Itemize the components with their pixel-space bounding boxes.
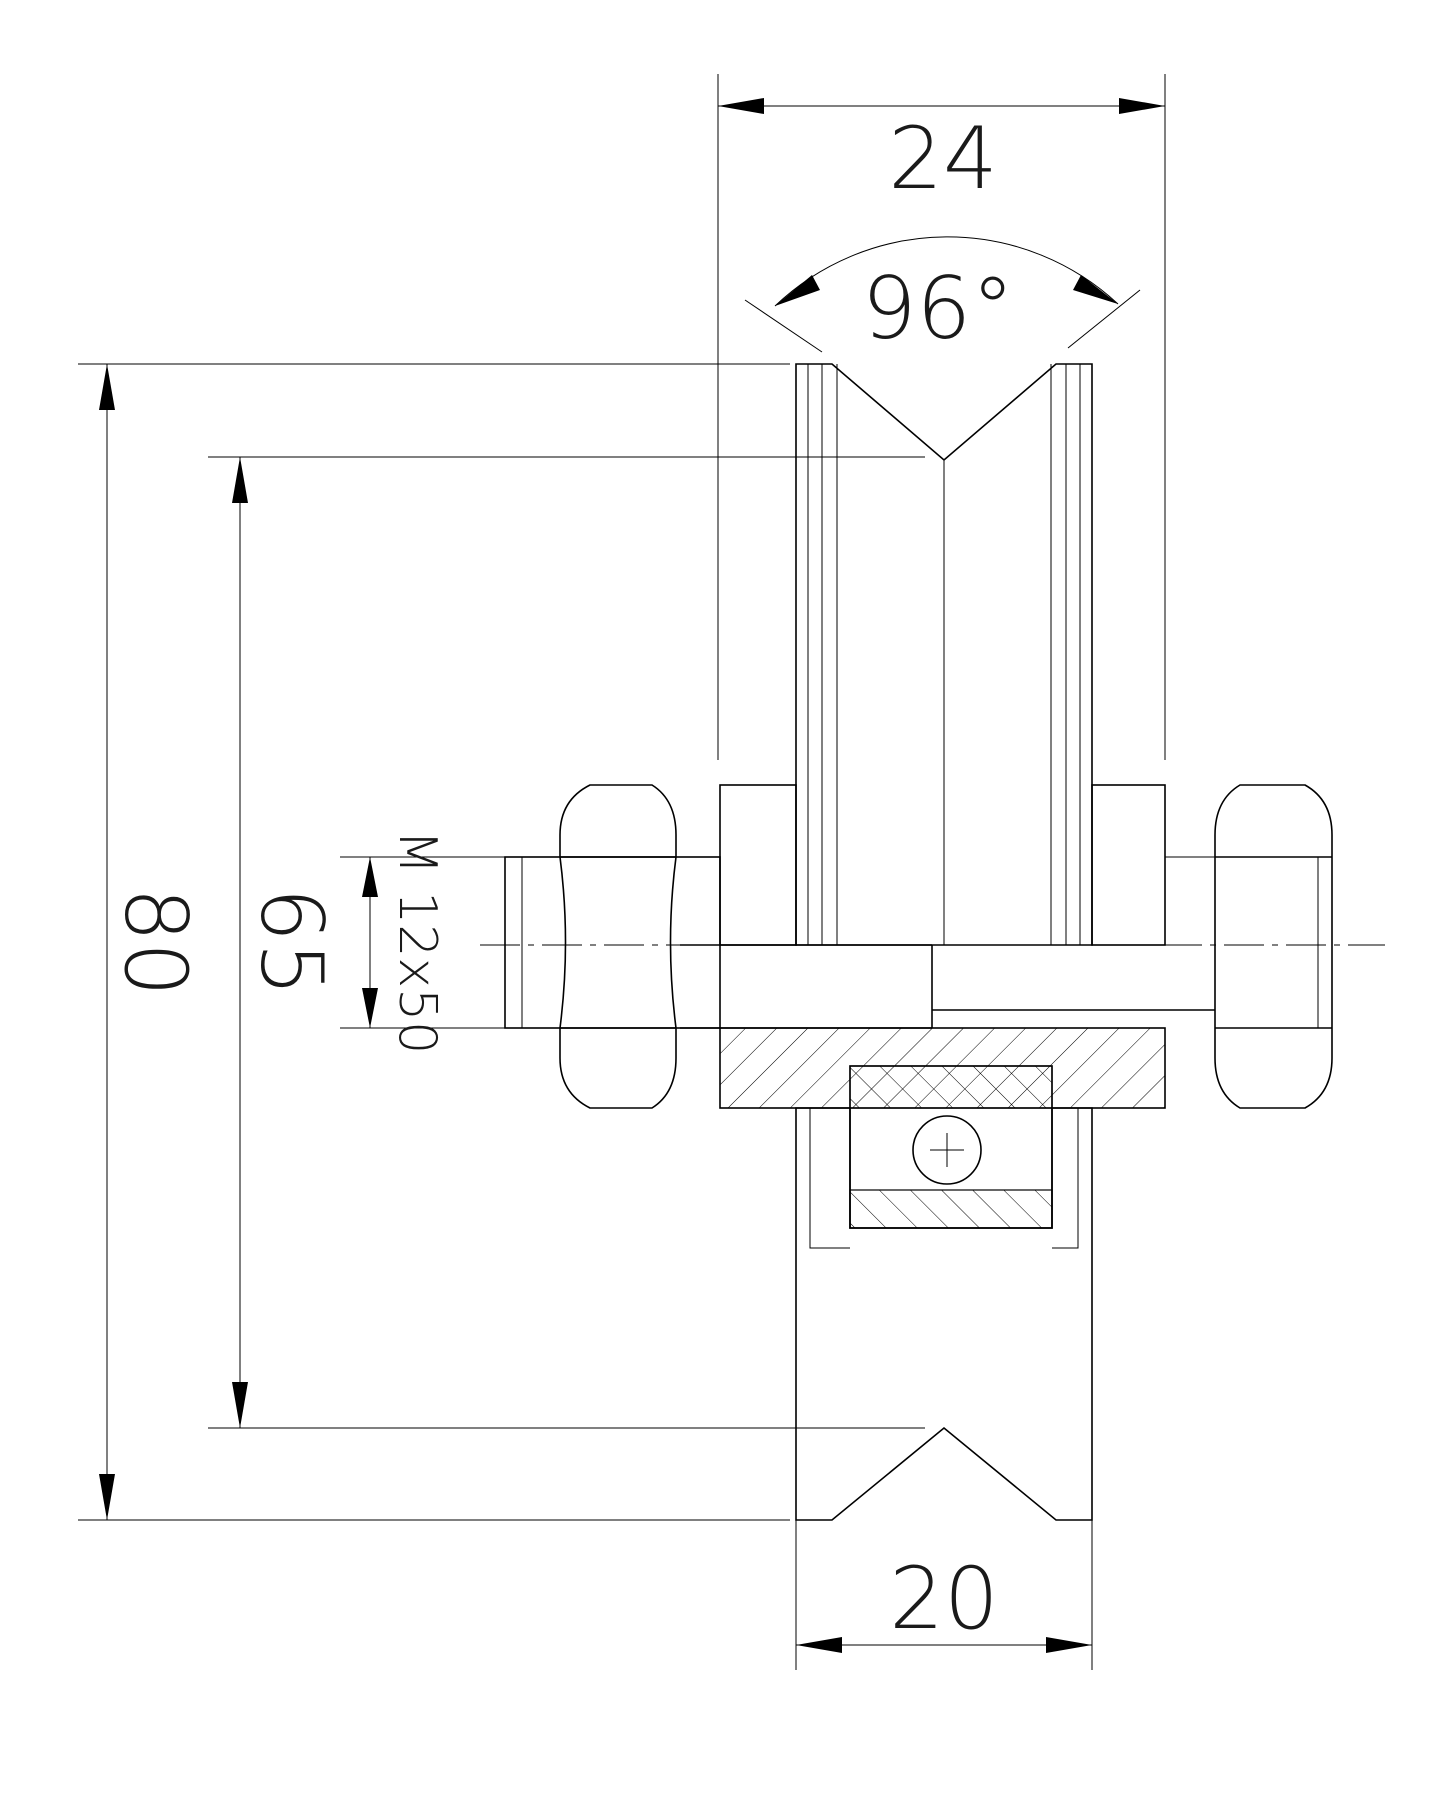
bolt-head-right	[1214, 784, 1333, 1109]
dimension-top-width: 24	[718, 98, 1165, 209]
wheel-section-lower	[795, 1107, 1093, 1521]
groove-diameter-label: 65	[241, 887, 341, 996]
extension-lines	[78, 74, 1166, 1670]
dimension-bottom-width: 20	[796, 1549, 1092, 1653]
bolt-shaft	[504, 856, 1215, 1029]
bottom-width-label: 20	[889, 1549, 998, 1649]
dimension-groove-diameter: 65	[232, 457, 341, 1428]
dimension-bolt: M 12x50	[362, 830, 447, 1055]
overall-diameter-label: 80	[105, 887, 205, 996]
dimension-overall-diameter: 80	[99, 364, 205, 1520]
bushing-right	[1091, 784, 1166, 946]
nut-left	[559, 784, 677, 1109]
wheel-upper-view	[795, 363, 1093, 946]
top-width-label: 24	[888, 109, 997, 209]
groove-angle-label: 96°	[862, 259, 1014, 359]
bearing	[849, 1065, 1053, 1229]
bolt-spec-label: M 12x50	[387, 830, 447, 1055]
bushing-left	[719, 784, 797, 946]
dimension-groove-angle: 96°	[774, 236, 1119, 359]
